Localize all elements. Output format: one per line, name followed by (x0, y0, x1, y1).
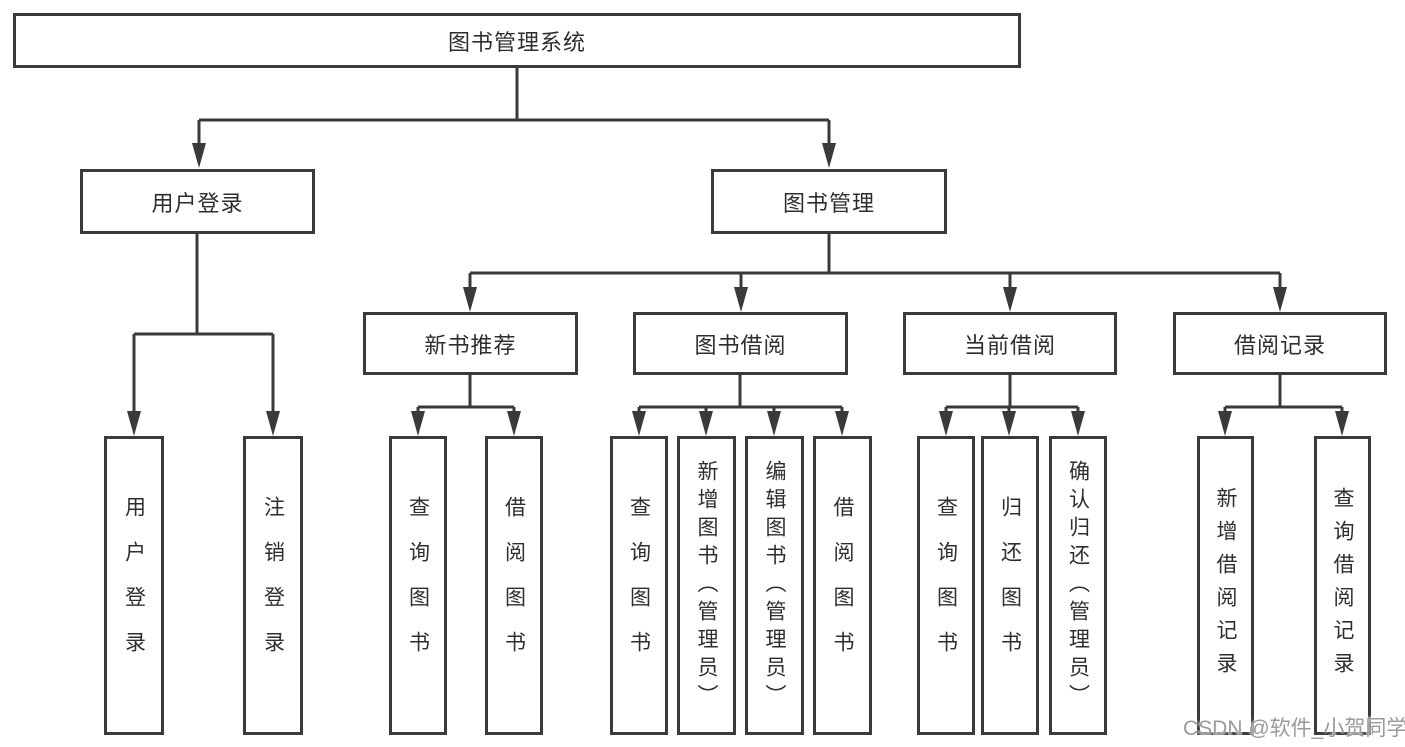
arrowhead-icon (507, 411, 521, 436)
node-label: 新增借阅记录 (1214, 486, 1237, 685)
arrowhead-icon (1335, 411, 1349, 436)
leaf-query-books-recommend: 查询图书 (389, 436, 447, 735)
leaf-borrow-books: 借阅图书 (813, 436, 872, 735)
node-label: 确认归还（管理员） (1066, 459, 1090, 712)
leaf-borrow-books-recommend: 借阅图书 (485, 436, 543, 735)
leaf-confirm-return-admin: 确认归还（管理员） (1049, 436, 1107, 735)
node-label: 图书管理系统 (447, 29, 586, 55)
leaf-user-login: 用户登录 (104, 436, 164, 735)
node-label: 新增图书（管理员） (695, 459, 718, 712)
node-borrowing-records: 借阅记录 (1173, 312, 1387, 375)
node-label: 查询图书 (627, 495, 651, 676)
arrowhead-icon (632, 411, 646, 436)
node-label: 借阅记录 (1233, 332, 1326, 358)
arrowhead-icon (1273, 287, 1287, 312)
node-label: 新书推荐 (424, 332, 517, 358)
node-label: 图书借阅 (694, 332, 787, 358)
leaf-add-book-admin: 新增图书（管理员） (677, 436, 736, 735)
arrowhead-icon (1218, 411, 1232, 436)
node-user-login: 用户登录 (80, 169, 315, 234)
arrowhead-icon (1003, 287, 1017, 312)
leaf-query-borrow-record: 查询借阅记录 (1314, 436, 1371, 735)
node-label: 借阅图书 (502, 495, 526, 676)
arrowhead-icon (266, 411, 280, 436)
leaf-edit-book-admin: 编辑图书（管理员） (745, 436, 804, 735)
arrowhead-icon (411, 411, 425, 436)
watermark: CSDN @软件_小贺同学 (1183, 717, 1405, 740)
node-label: 当前借阅 (963, 332, 1056, 358)
node-label: 归还图书 (998, 495, 1022, 676)
node-label: 用户登录 (122, 495, 146, 676)
node-current-borrowing: 当前借阅 (903, 312, 1117, 375)
node-library-management-system: 图书管理系统 (13, 13, 1021, 68)
leaf-return-books: 归还图书 (981, 436, 1039, 735)
arrowhead-icon (127, 411, 141, 436)
arrowhead-icon (939, 411, 953, 436)
node-new-book-recommendation: 新书推荐 (363, 312, 578, 375)
node-book-borrowing: 图书借阅 (633, 312, 848, 375)
node-label: 用户登录 (151, 190, 244, 216)
leaf-query-books-current: 查询图书 (917, 436, 975, 735)
arrowhead-icon (192, 143, 206, 168)
node-label: 借阅图书 (831, 495, 854, 676)
node-label: 查询借阅记录 (1331, 486, 1354, 685)
leaf-add-borrow-record: 新增借阅记录 (1197, 436, 1254, 735)
node-book-management: 图书管理 (711, 169, 947, 234)
node-label: 编辑图书（管理员） (763, 459, 786, 712)
node-label: 查询图书 (934, 495, 958, 676)
arrowhead-icon (767, 411, 781, 436)
node-label: 图书管理 (782, 190, 875, 216)
arrowhead-icon (835, 411, 849, 436)
arrowhead-icon (1002, 411, 1016, 436)
node-label: 查询图书 (406, 495, 430, 676)
arrowhead-icon (734, 287, 748, 312)
arrowhead-icon (699, 411, 713, 436)
arrowhead-icon (463, 287, 477, 312)
node-label: 注销登录 (261, 495, 285, 676)
arrowhead-icon (822, 143, 836, 168)
leaf-logout: 注销登录 (243, 436, 303, 735)
leaf-query-books-borrow: 查询图书 (610, 436, 668, 735)
arrowhead-icon (1071, 411, 1085, 436)
